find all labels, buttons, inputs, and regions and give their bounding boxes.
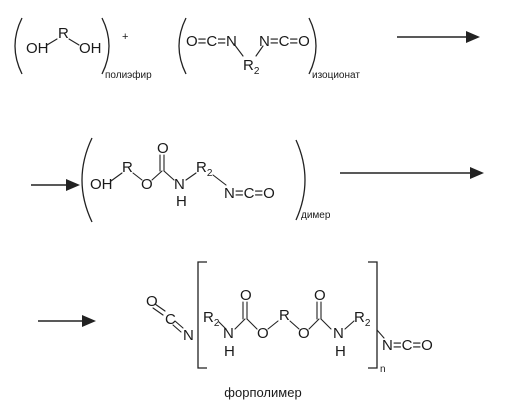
polyether-oh-right: OH [79, 40, 102, 57]
polyether-oh-left: OH [26, 40, 49, 57]
prepolymer-r: R [279, 307, 290, 324]
bond [212, 174, 227, 186]
polyether-left-paren [14, 17, 23, 75]
double-bond [154, 303, 166, 312]
isocyanate-group: O=C=N R2 N=C=O изоционат [178, 17, 360, 81]
dimer-r: R [122, 159, 133, 176]
prepolymer-repeat-n: n [380, 364, 386, 375]
isocyanate-right-paren [308, 17, 317, 75]
isocyanate-label: изоционат [312, 70, 360, 81]
prepolymer-n-left: N [183, 327, 194, 344]
prepolymer-o-carbonyl-b: O [314, 287, 326, 304]
polyether-r: R [58, 25, 69, 42]
dimer-group: OH R O O N H R2 N=C=O димер [81, 137, 331, 223]
bond [255, 45, 264, 57]
bond [246, 318, 258, 330]
bond [376, 329, 385, 339]
prepolymer-r2-b: R2 [354, 309, 371, 329]
prepolymer-o-link-a: O [257, 325, 269, 342]
bond [308, 318, 320, 330]
bond [218, 321, 227, 330]
bond [68, 38, 80, 46]
reaction-arrow-1 [397, 31, 480, 43]
dimer-oh: OH [90, 176, 113, 193]
polyether-label: полиэфир [105, 69, 152, 81]
isocyanate-r2: R2 [243, 57, 260, 77]
bond [110, 172, 123, 182]
double-bond [172, 324, 182, 333]
isocyanate-left-paren [178, 17, 187, 75]
bond [289, 320, 300, 330]
polyether-right-paren [101, 17, 110, 75]
isocyanate-oco-left: O=C=N [186, 33, 237, 50]
prepolymer-right-bracket [368, 261, 378, 369]
dimer-right-paren [295, 139, 306, 221]
dimer-n: N [174, 176, 185, 193]
bond [132, 172, 143, 181]
bond [234, 318, 246, 330]
bond [344, 320, 355, 330]
prepolymer-r2-a: R2 [203, 309, 220, 329]
prepolymer-h-a: H [224, 343, 235, 360]
polyether-group: OH R OH полиэфир [14, 17, 152, 81]
bond [46, 38, 58, 46]
prepolymer-left-bracket [197, 261, 207, 369]
prepolymer-group: O C N R2 N H O O R O O N H R2 n N=C=O [146, 261, 433, 400]
double-bond [174, 320, 184, 329]
double-bond [152, 307, 164, 316]
prepolymer-o-carbonyl-a: O [240, 287, 252, 304]
prepolymer-c-left: C [165, 311, 176, 328]
dimer-o-link: O [141, 176, 153, 193]
dimer-label: димер [301, 210, 331, 221]
bond [233, 43, 244, 57]
bond [185, 172, 197, 181]
dimer-left-paren [81, 137, 93, 223]
prepolymer-nco: N=C=O [382, 337, 433, 354]
dimer-r2: R2 [196, 159, 213, 179]
reaction-arrow-4 [38, 315, 96, 327]
prepolymer-label: форполимер [224, 385, 301, 400]
prepolymer-n-a: N [223, 325, 234, 342]
bond [267, 320, 279, 330]
dimer-o-carbonyl: O [157, 140, 169, 157]
bond [163, 170, 175, 181]
prepolymer-o-left: O [146, 293, 158, 310]
dimer-h: H [176, 193, 187, 210]
reaction-arrow-3 [340, 167, 484, 179]
dimer-nco: N=C=O [224, 185, 275, 202]
prepolymer-n-b: N [333, 325, 344, 342]
reaction-arrow-2 [31, 179, 80, 191]
prepolymer-h-b: H [335, 343, 346, 360]
prepolymer-o-link-b: O [298, 325, 310, 342]
isocyanate-nco-right: N=C=O [259, 33, 310, 50]
bond [320, 318, 332, 330]
bond [151, 170, 163, 181]
plus-sign: + [122, 31, 128, 43]
